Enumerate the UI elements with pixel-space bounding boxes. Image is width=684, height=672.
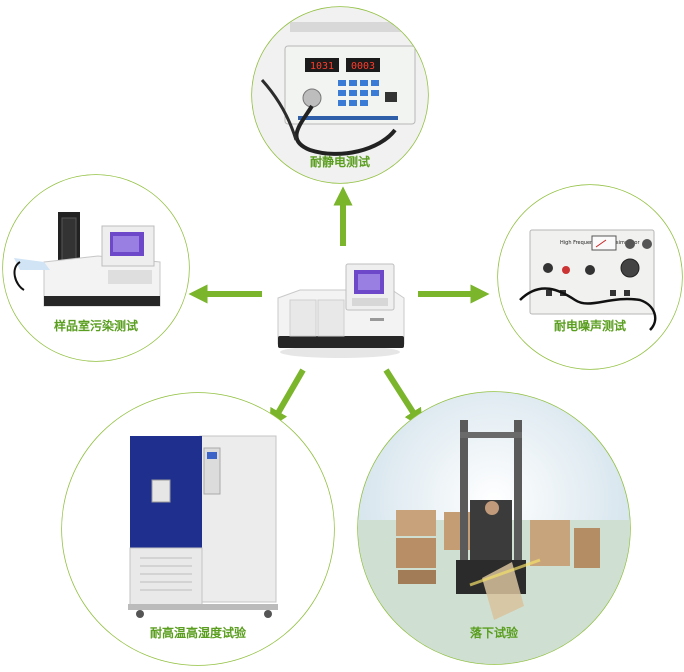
antistatic-display-right: 0003 xyxy=(351,61,375,72)
label-antistatic: 耐静电测试 xyxy=(310,154,370,169)
node-temperature: 耐高温高湿度试验 xyxy=(61,392,335,666)
node-antistatic: 1031 0003 耐静电测试 xyxy=(251,6,429,184)
label-contamination: 样品室污染测试 xyxy=(54,318,138,333)
label-temperature: 耐高温高湿度试验 xyxy=(150,625,247,640)
node-drop: 落下试验 xyxy=(357,391,631,665)
arrows xyxy=(188,186,490,429)
arrow-to-temperature xyxy=(269,368,306,429)
label-drop: 落下试验 xyxy=(470,625,519,640)
label-noise: 耐电噪声测试 xyxy=(554,318,626,333)
antistatic-display-left: 1031 xyxy=(310,61,334,72)
center-spectrophotometer xyxy=(277,263,405,358)
arrow-to-drop xyxy=(383,368,424,429)
node-noise: High Frequency Noise simulator 耐电噪声测试 xyxy=(497,184,683,370)
node-contamination: 样品室污染测试 xyxy=(2,174,190,362)
